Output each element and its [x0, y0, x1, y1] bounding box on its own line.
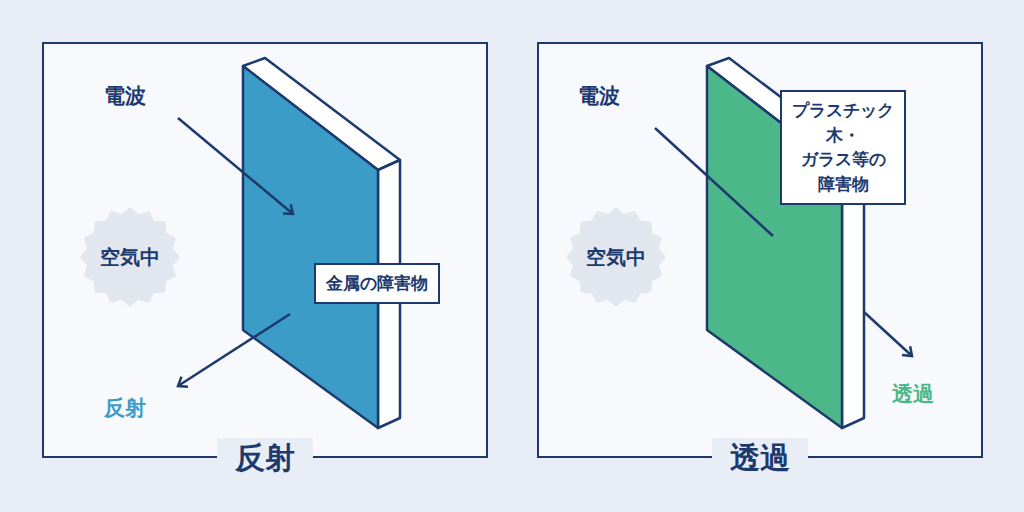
badge-text: 空気中	[80, 207, 180, 307]
metal-plate	[243, 58, 400, 428]
reflection-label: 反射	[104, 394, 146, 422]
panel-ground	[42, 42, 488, 458]
panel-ground	[537, 42, 983, 458]
air-badge: 空気中	[80, 207, 180, 307]
wave-label: 電波	[104, 82, 146, 110]
obstacle-label-box: 金属の障害物	[314, 263, 440, 304]
air-badge: 空気中	[566, 207, 666, 307]
wave-label: 電波	[578, 82, 620, 110]
badge-text: 空気中	[566, 207, 666, 307]
panel-title: 反射	[217, 438, 313, 478]
box-text: プラスチック 木・ガラス等の 障害物	[792, 98, 894, 197]
reflected-wave-arrow	[178, 314, 290, 386]
incident-wave-arrow	[655, 128, 773, 236]
panel-title: 透過	[712, 438, 808, 478]
transmitted-wave-arrow	[864, 312, 912, 356]
incident-wave-arrow	[178, 118, 293, 214]
box-text: 金属の障害物	[326, 271, 428, 296]
transmission-label: 透過	[892, 380, 934, 408]
obstacle-label-box: プラスチック 木・ガラス等の 障害物	[780, 90, 906, 205]
